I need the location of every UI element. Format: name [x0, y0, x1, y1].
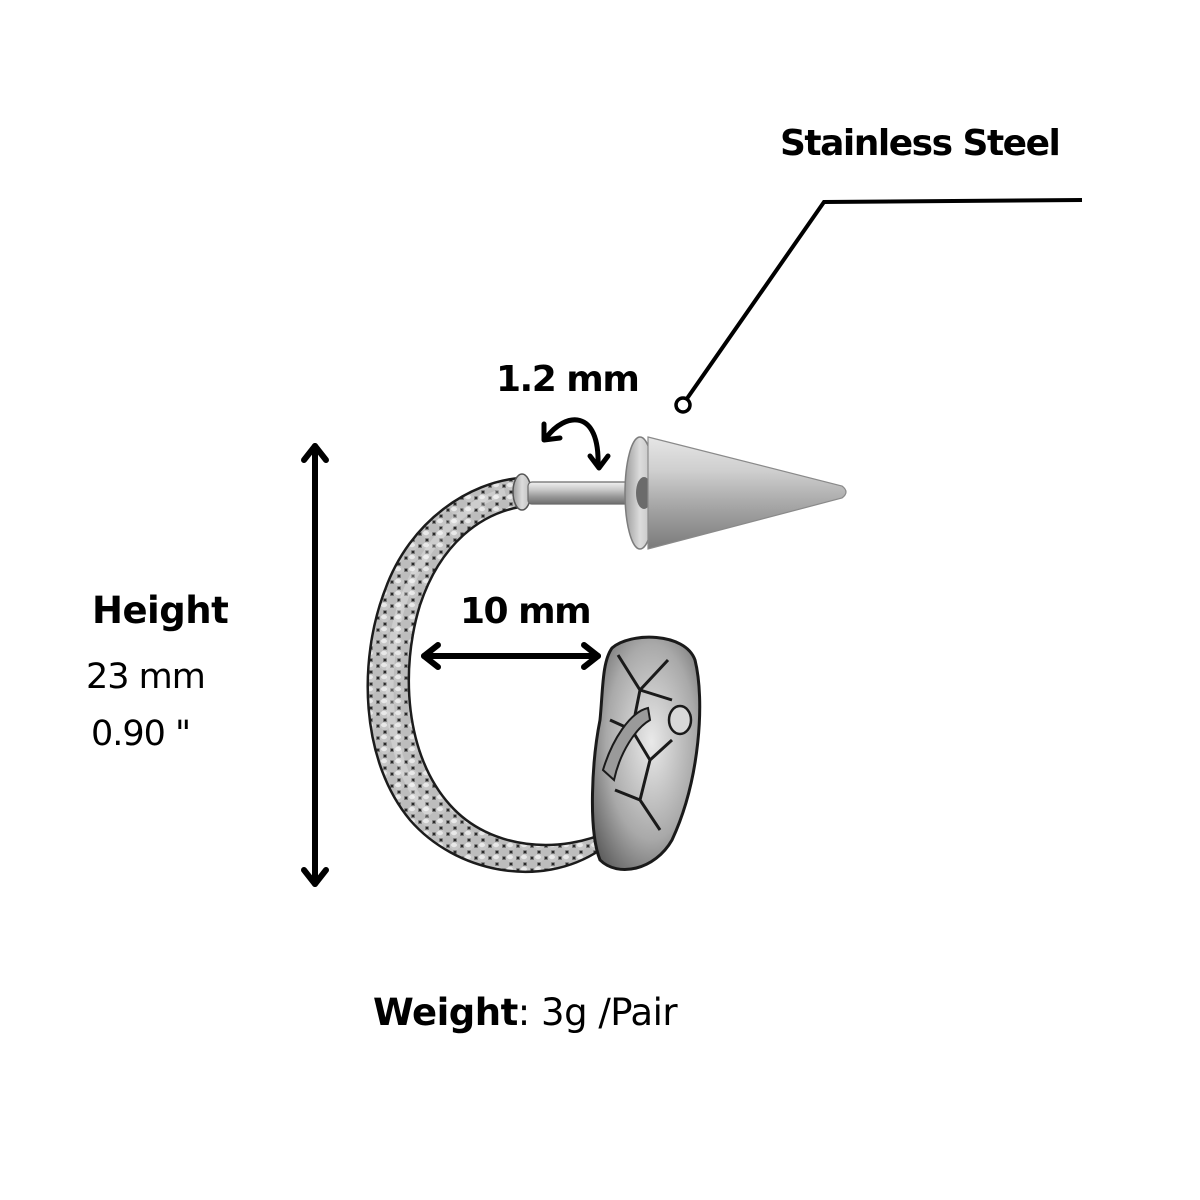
snake-hoop-body [366, 476, 616, 874]
weight-label: Weight [373, 991, 518, 1034]
weight-separator: : [517, 991, 530, 1034]
diameter-dimension-arrow [421, 642, 601, 670]
spike-cone [624, 436, 847, 550]
weight-spec: Weight: 3g /Pair [373, 990, 678, 1036]
height-metric-value: 23 mm [86, 657, 206, 697]
inner-diameter-label: 10 mm [460, 591, 592, 632]
weight-value: 3g /Pair [529, 991, 678, 1034]
height-imperial-value: 0.90 " [91, 714, 191, 754]
material-label: Stainless Steel [780, 123, 1061, 164]
height-dimension-arrow [301, 443, 329, 887]
pin-thickness-label: 1.2 mm [496, 359, 640, 400]
pin-thickness-arrow [541, 417, 611, 471]
material-callout-line [674, 197, 1083, 414]
height-title: Height [92, 589, 229, 632]
snake-head [590, 635, 702, 871]
